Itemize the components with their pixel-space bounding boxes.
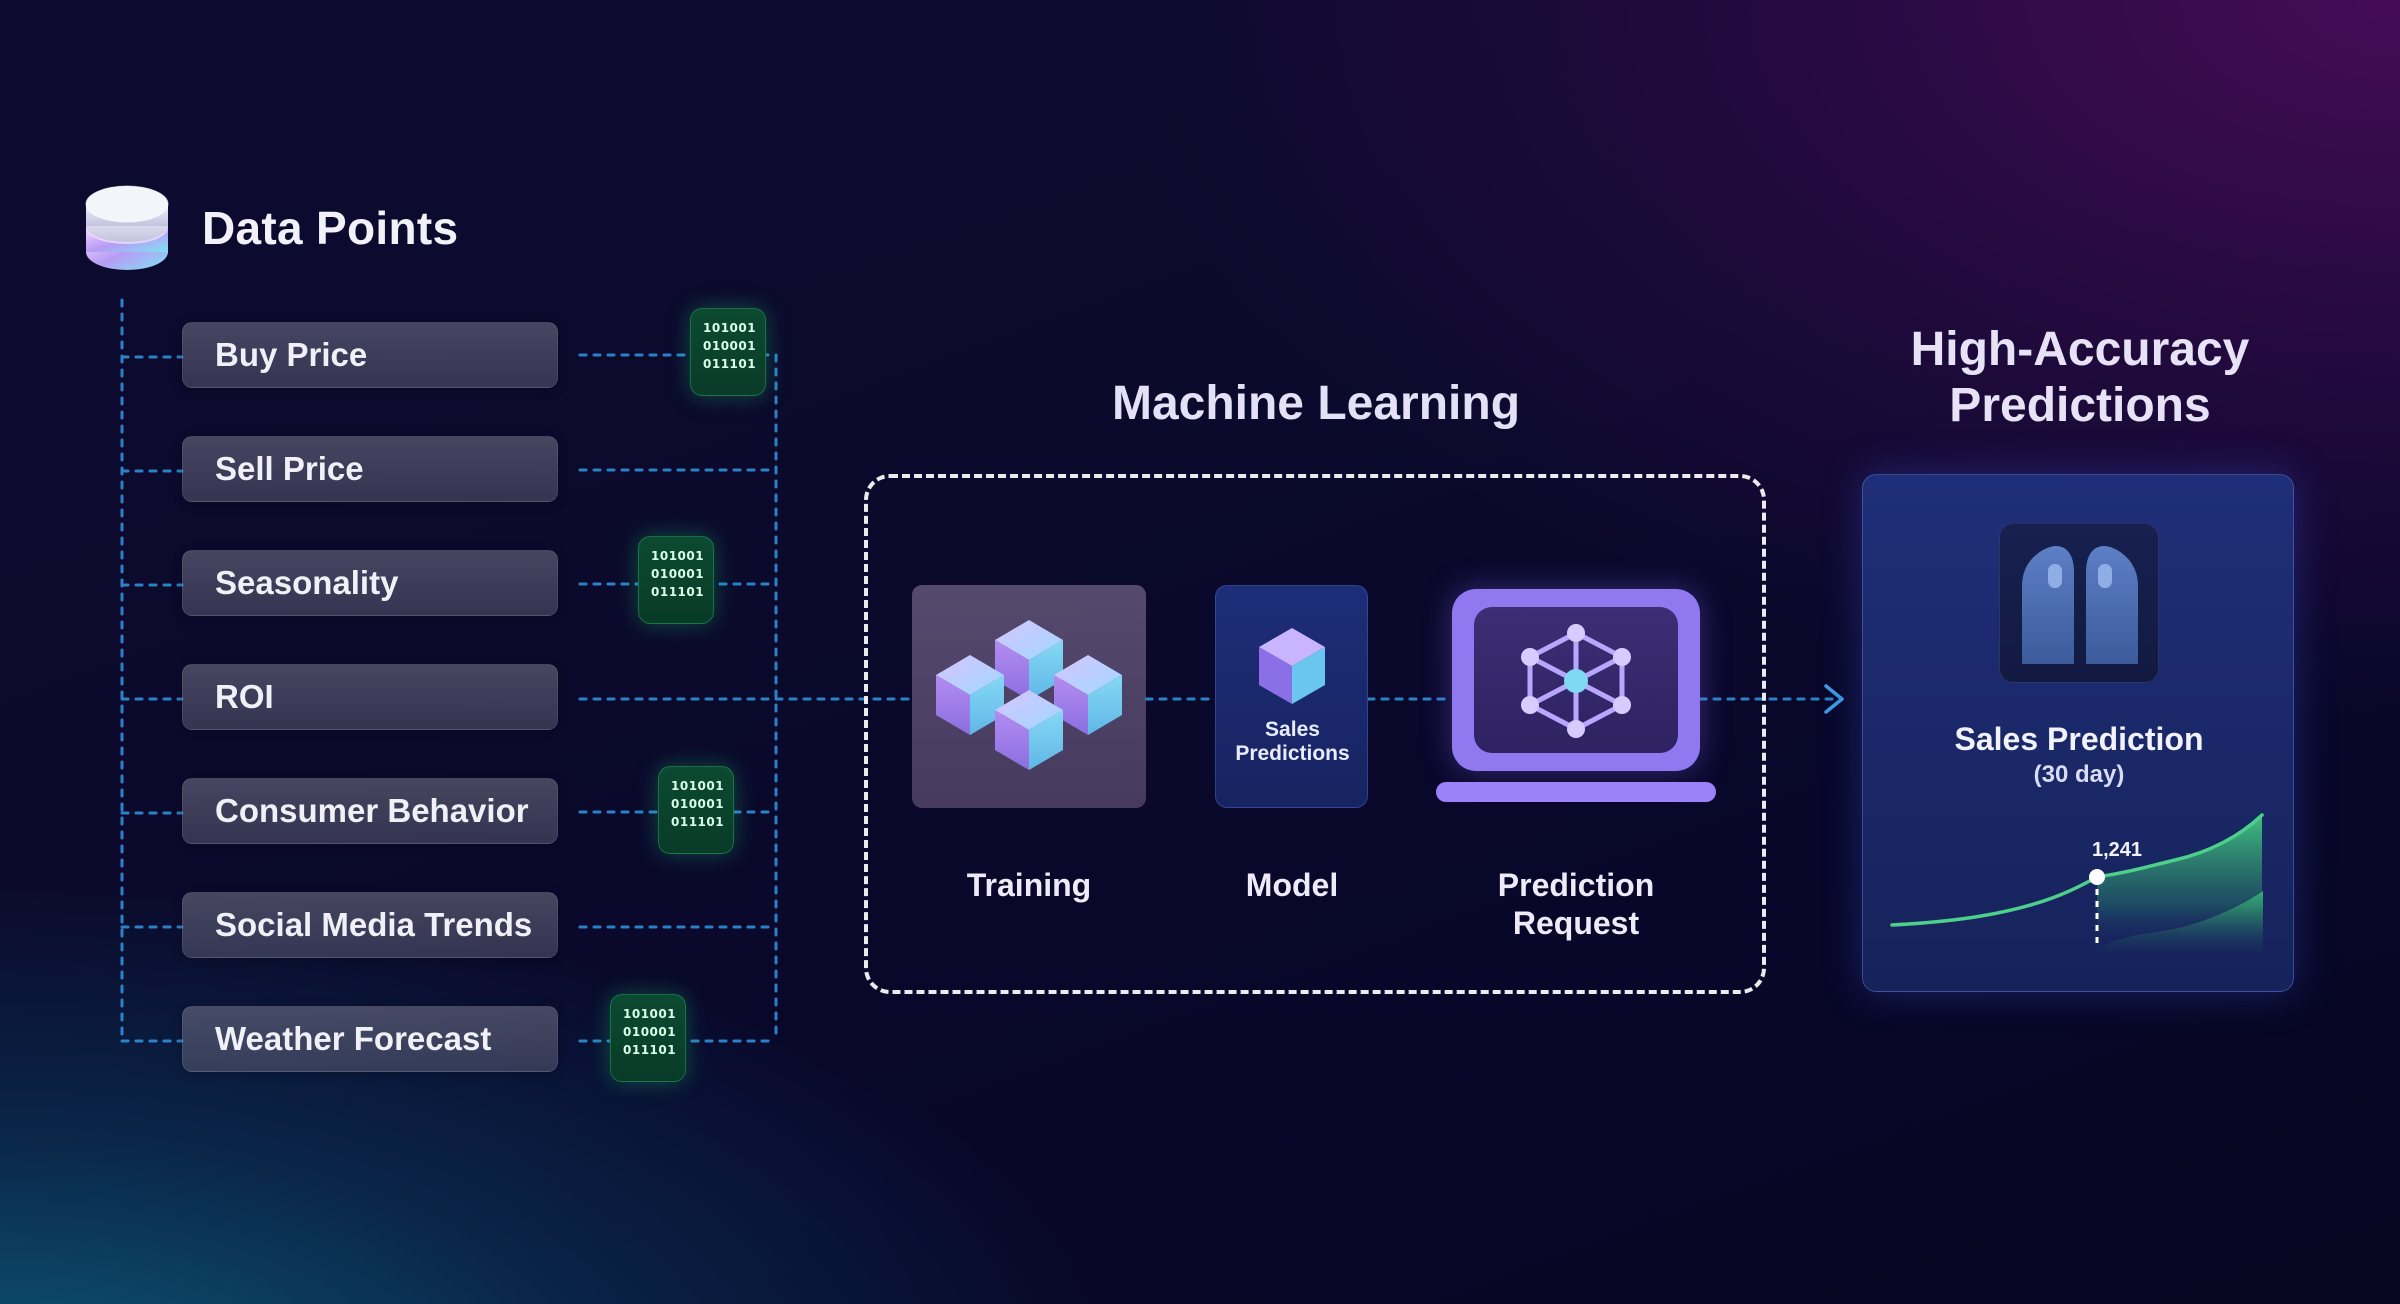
data-point-weather-forecast: Weather Forecast bbox=[182, 1006, 558, 1072]
model-card-text: Sales Predictions bbox=[1235, 718, 1350, 765]
binary-line: 010001 bbox=[703, 339, 757, 353]
binary-chip: 101001 010001 011101 bbox=[610, 994, 686, 1082]
model-label: Model bbox=[1245, 867, 1339, 903]
prediction-chart bbox=[2095, 891, 2263, 955]
prediction-card-title: Sales Prediction bbox=[1954, 721, 2204, 757]
binary-line: 010001 bbox=[671, 797, 725, 811]
network-icon bbox=[1521, 624, 1631, 738]
binary-chip: 101001 010001 011101 bbox=[658, 766, 734, 854]
machine-learning-title: Machine Learning bbox=[1111, 377, 1521, 430]
earbuds-tile bbox=[1999, 523, 2159, 683]
data-points-title: Data Points bbox=[202, 202, 459, 254]
earbuds-icon bbox=[2022, 546, 2138, 664]
data-points-header: Data Points bbox=[84, 182, 458, 274]
machine-learning-box bbox=[864, 474, 1766, 994]
prediction-request-label: Prediction Request bbox=[1497, 867, 1655, 941]
data-point-consumer-behavior: Consumer Behavior bbox=[182, 778, 558, 844]
training-card bbox=[912, 585, 1146, 808]
laptop-base bbox=[1436, 782, 1716, 802]
prediction-card-subtitle: (30 day) bbox=[2033, 761, 2125, 788]
binary-line: 101001 bbox=[623, 1007, 677, 1021]
binary-chip: 101001 010001 011101 bbox=[690, 308, 766, 396]
laptop-screen bbox=[1474, 607, 1678, 753]
data-point-social-media-trends: Social Media Trends bbox=[182, 892, 558, 958]
data-point-roi: ROI bbox=[182, 664, 558, 730]
binary-line: 011101 bbox=[651, 585, 705, 599]
binary-chip: 101001 010001 011101 bbox=[638, 536, 714, 624]
laptop-icon bbox=[1452, 589, 1700, 771]
cube-icon bbox=[1259, 628, 1325, 704]
binary-line: 101001 bbox=[703, 321, 757, 335]
binary-line: 010001 bbox=[623, 1025, 677, 1039]
chart-value-label: 1,241 bbox=[2091, 839, 2143, 861]
binary-line: 011101 bbox=[671, 815, 725, 829]
binary-line: 011101 bbox=[703, 357, 757, 371]
binary-line: 101001 bbox=[651, 549, 705, 563]
predictions-title: High-Accuracy Predictions bbox=[1910, 323, 2250, 432]
database-icon bbox=[84, 182, 170, 274]
binary-line: 010001 bbox=[651, 567, 705, 581]
arrow-head-icon bbox=[1824, 684, 1844, 714]
binary-line: 011101 bbox=[623, 1043, 677, 1057]
prediction-card: Sales Prediction (30 day) 1,241 bbox=[1862, 474, 2294, 992]
cubes-icon bbox=[936, 620, 1122, 770]
data-point-sell-price: Sell Price bbox=[182, 436, 558, 502]
data-point-buy-price: Buy Price bbox=[182, 322, 558, 388]
model-card: Sales Predictions bbox=[1215, 585, 1368, 808]
binary-line: 101001 bbox=[671, 779, 725, 793]
data-point-seasonality: Seasonality bbox=[182, 550, 558, 616]
training-label: Training bbox=[966, 867, 1092, 903]
